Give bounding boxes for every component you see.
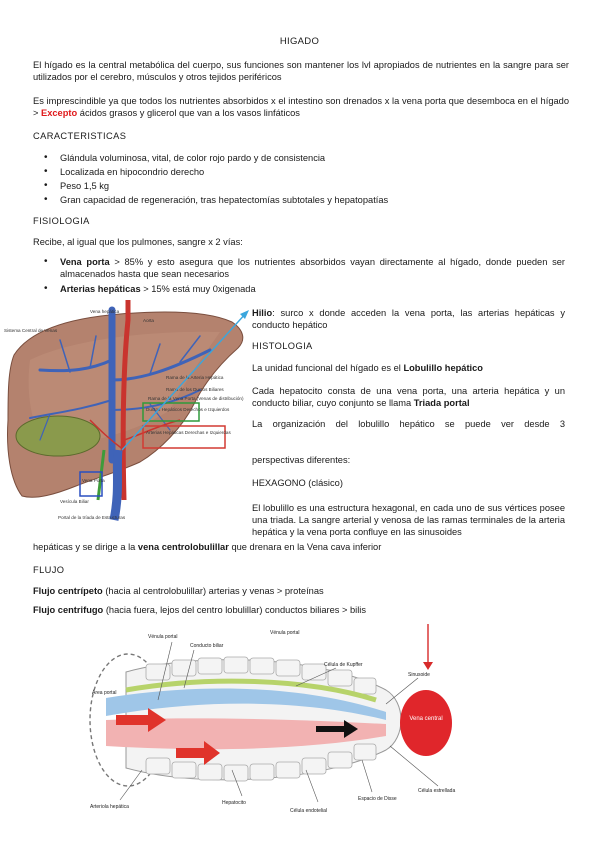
label-arterias-hepaticas: Arterias Hepáticas Derechas e Izquierdas [146, 430, 231, 435]
label-vesicula: Vesícula Biliar [60, 499, 89, 504]
liver-labels: Vena hepática Aorta Sistema Central de V… [4, 309, 244, 520]
section-heading-fisiologia: FISIOLOGIA [33, 216, 90, 226]
sinusoid-arrow-head [423, 662, 433, 670]
label-celula-endotelial: Célula endotelial [290, 808, 327, 814]
label-espacio-disse: Espacio de Disse [358, 796, 397, 802]
histologia-line1-bold: Lobulillo hepático [403, 363, 483, 373]
hilio-text: Hilio: surco x donde acceden la vena por… [252, 307, 565, 331]
label-vena-central: Vena central [409, 716, 442, 722]
hex-bottom-text: hepáticas y se dirige a la [33, 542, 138, 552]
intro2-highlight: Excepto [41, 108, 78, 118]
label-conducto-biliar: Conducto biliar [190, 643, 224, 649]
label-arteriola-hepatica: Arteriola hepática [90, 804, 129, 810]
histologia-line4: perspectivas diferentes: [252, 455, 351, 465]
flow-arrow-3 [316, 720, 358, 738]
flujo-centrifugo: Flujo centrifugo (hacia fuera, lejos del… [33, 604, 366, 616]
list-item: Peso 1,5 kg [44, 180, 565, 192]
bile-duct [96, 449, 106, 501]
list-item-text: > 15% está muy 0xigenada [140, 284, 256, 294]
portal-flow [106, 688, 386, 720]
list-item: Vena porta > 85% y esto asegura que los … [44, 256, 565, 280]
vein-branches [29, 306, 212, 464]
flujo-centrifugo-bold: Flujo centrifugo [33, 605, 104, 615]
list-item: Gran capacidad de regeneración, tras hep… [44, 194, 565, 206]
histologia-line3: La organización del lobulillo hepático s… [252, 419, 565, 429]
arterias-box [142, 425, 226, 449]
hilio-bold: Hilio [252, 308, 273, 318]
flujo-centripeto-text: (hacia al centrolobulillar) arterias y v… [102, 586, 324, 596]
list-item: Arterias hepáticas > 15% está muy 0xigen… [44, 283, 565, 295]
histologia-line2: Cada hepatocito consta de una vena porta… [252, 385, 565, 409]
list-item: Glándula voluminosa, vital, de color roj… [44, 152, 565, 164]
list-item: Localizada en hipocondrio derecho [44, 166, 565, 178]
hex-bottom-bold: vena centrolobulillar [137, 542, 229, 552]
lobule-labels: Vénula portal Conducto biliar Vénula por… [90, 630, 455, 814]
label-venula-portal-top: Vénula portal [270, 630, 299, 636]
hexagono-text-bottom: hepáticas y se dirige a la vena centrolo… [33, 541, 569, 553]
label-venula-portal-left: Vénula portal [148, 634, 177, 640]
leader-lines [119, 641, 439, 803]
fisiologia-intro: Recibe, al igual que los pulmones, sangr… [33, 237, 243, 247]
label-ductos-hepaticos: Ductos Hepáticos Derechos e Izquierdos [146, 407, 230, 412]
label-rama-vena-porta: Rama de la Vena Porta (Venas de distribu… [148, 396, 244, 401]
label-sinusoide: Sinusoide [408, 672, 430, 678]
liver-figure: Vena hepática Aorta Sistema Central de V… [4, 300, 249, 521]
lobule-figure: Vena central Vénula portal Conducto bili… [89, 624, 455, 814]
vena-porta-box [79, 471, 103, 497]
flow-arrow-1 [116, 708, 166, 732]
section-heading-histologia: HISTOLOGIA [252, 341, 313, 351]
portal-vein-trunk [109, 449, 123, 521]
list-item-bold: Vena porta [60, 257, 110, 267]
label-celula-estrellada: Célula estrellada [418, 788, 455, 794]
label-sistema-central: Sistema Central de Venas [4, 328, 58, 333]
label-vena-hepatica: Vena hepática [90, 309, 120, 314]
intro2-text: Es imprescindible ya que todos los nutri… [33, 96, 569, 118]
label-rama-arteria: Rama de la Arteria Hepática [166, 375, 224, 380]
arrow-head [240, 310, 249, 319]
hexagono-text: El lobulillo es una estructura hexagonal… [252, 503, 565, 537]
histologia-line1: La unidad funcional del hígado es el Lob… [252, 362, 565, 374]
label-area-portal: Área portal [92, 689, 116, 696]
label-rama-ductos: Rama de los Ductos Biliares [166, 387, 224, 392]
central-vein [400, 690, 452, 756]
label-vena-porta: Vena Porta [82, 478, 105, 483]
label-portal-triada: Portal de la tríada de Estructuras [58, 515, 126, 520]
label-celula-kupffer: Célula de Kupffer [324, 662, 363, 668]
histologia-line1-text: La unidad funcional del hígado es el [252, 363, 404, 373]
hepatocyte-row-top [145, 656, 377, 695]
histologia-line2-text: Cada hepatocito consta de una vena porta… [252, 386, 565, 408]
intro-paragraph-2: Es imprescindible ya que todos los nutri… [33, 95, 569, 119]
hilio-desc: : surco x donde acceden la vena porta, l… [252, 308, 565, 330]
flow-arrow-2 [176, 741, 220, 765]
label-aorta: Aorta [143, 318, 154, 323]
list-item-text: > 85% y esto asegura que los nutrientes … [60, 257, 565, 279]
label-hepatocito: Hepatocito [222, 800, 246, 806]
flujo-centripeto: Flujo centrípeto (hacia al centrolobulil… [33, 585, 324, 597]
intro2-text-after: ácidos grasos y glicerol que van a los v… [77, 108, 300, 118]
hepatocyte-row-bottom [145, 743, 377, 782]
ductos-box [142, 402, 200, 422]
histologia-line2-bold: Triada portal [413, 398, 470, 408]
hexagono-heading: HEXAGONO (clásico) [252, 478, 343, 488]
intro-paragraph: El hígado es la central metabólica del c… [33, 60, 569, 82]
page-title: HIGADO [279, 36, 320, 47]
section-heading-caracteristicas: CARACTERISTICAS [33, 131, 127, 141]
flujo-centripeto-bold: Flujo centrípeto [33, 586, 103, 596]
bile-canaliculus [125, 678, 377, 703]
hex-bottom-after: que drenara en la Vena cava inferior [228, 542, 382, 552]
flujo-centrifugo-text: (hacia fuera, lejos del centro lobulilla… [103, 605, 367, 615]
gallbladder-shape [15, 415, 101, 457]
section-heading-flujo: FLUJO [33, 565, 65, 575]
list-item-bold: Arterias hepáticas [60, 284, 141, 294]
hilio-pointer-arrow [121, 311, 248, 451]
